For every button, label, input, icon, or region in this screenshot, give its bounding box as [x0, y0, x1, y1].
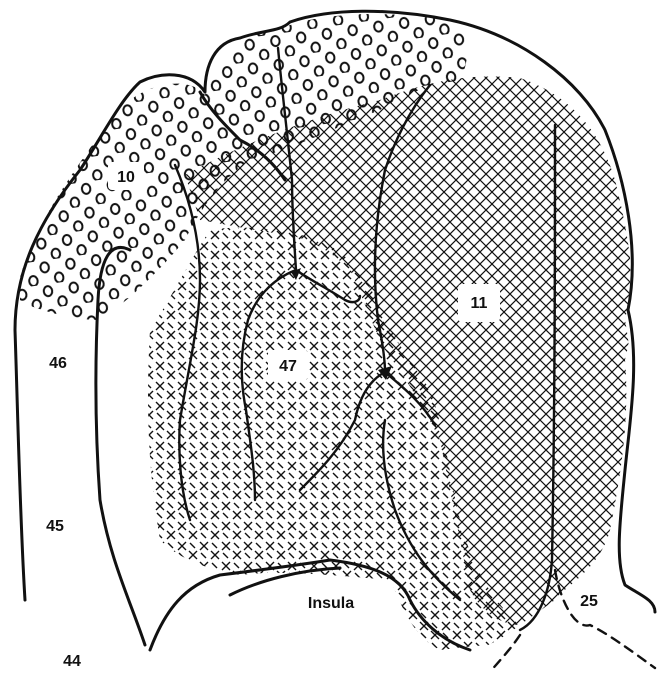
area-25-label: 25 — [580, 593, 598, 610]
area-47-label: 47 — [279, 358, 297, 375]
area-44-label: 44 — [63, 653, 81, 670]
area-45-label: 45 — [46, 518, 64, 535]
shaded-regions — [15, 14, 632, 653]
area-10-label: 10 — [117, 169, 135, 186]
area-11-label: 11 — [471, 295, 488, 312]
area-46-label: 46 — [49, 355, 67, 372]
insula-label: Insula — [308, 595, 354, 612]
